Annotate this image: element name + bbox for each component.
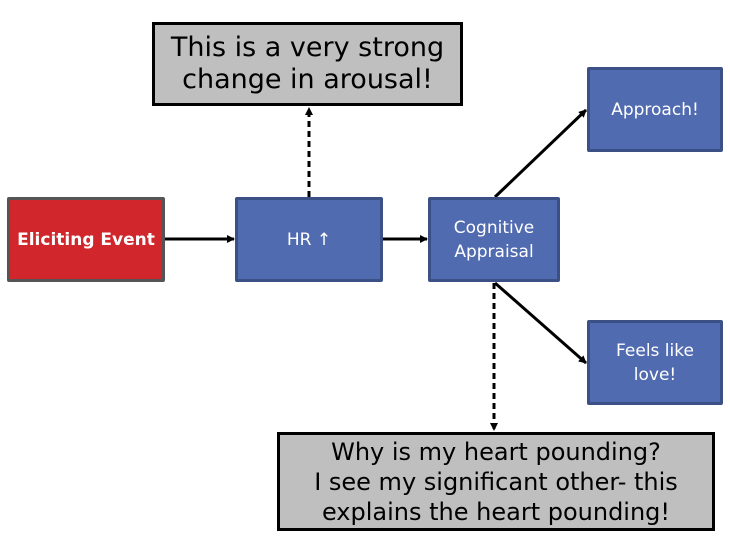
node-hr: HR ↑ — [235, 197, 383, 282]
node-label-line: Feels like — [616, 340, 694, 361]
note-line: I see my significant other- this — [314, 467, 678, 496]
note-line: This is a very strong — [170, 32, 445, 63]
node-approach: Approach! — [587, 67, 723, 152]
node-label-line: love! — [633, 364, 677, 385]
node-eliciting-event: Eliciting Event — [7, 197, 165, 282]
node-label: Eliciting Event — [17, 229, 155, 250]
node-label-line: Cognitive — [453, 217, 535, 238]
arrow-appraisal-to-approach — [493, 108, 588, 199]
note-line: Why is my heart pounding? — [331, 437, 661, 466]
note-line: explains the heart pounding! — [321, 497, 671, 526]
node-label: HR ↑ — [286, 229, 332, 250]
note-bottom: Why is my heart pounding? I see my signi… — [277, 432, 715, 531]
node-cognitive-appraisal: Cognitive Appraisal — [428, 197, 560, 282]
note-top: This is a very strong change in arousal! — [152, 22, 463, 106]
node-label-line: Appraisal — [454, 241, 534, 262]
node-label: Approach! — [611, 99, 699, 120]
arrow-appraisal-to-feels — [494, 281, 587, 365]
node-feels-like-love: Feels like love! — [587, 320, 723, 405]
note-line: change in arousal! — [182, 64, 433, 95]
